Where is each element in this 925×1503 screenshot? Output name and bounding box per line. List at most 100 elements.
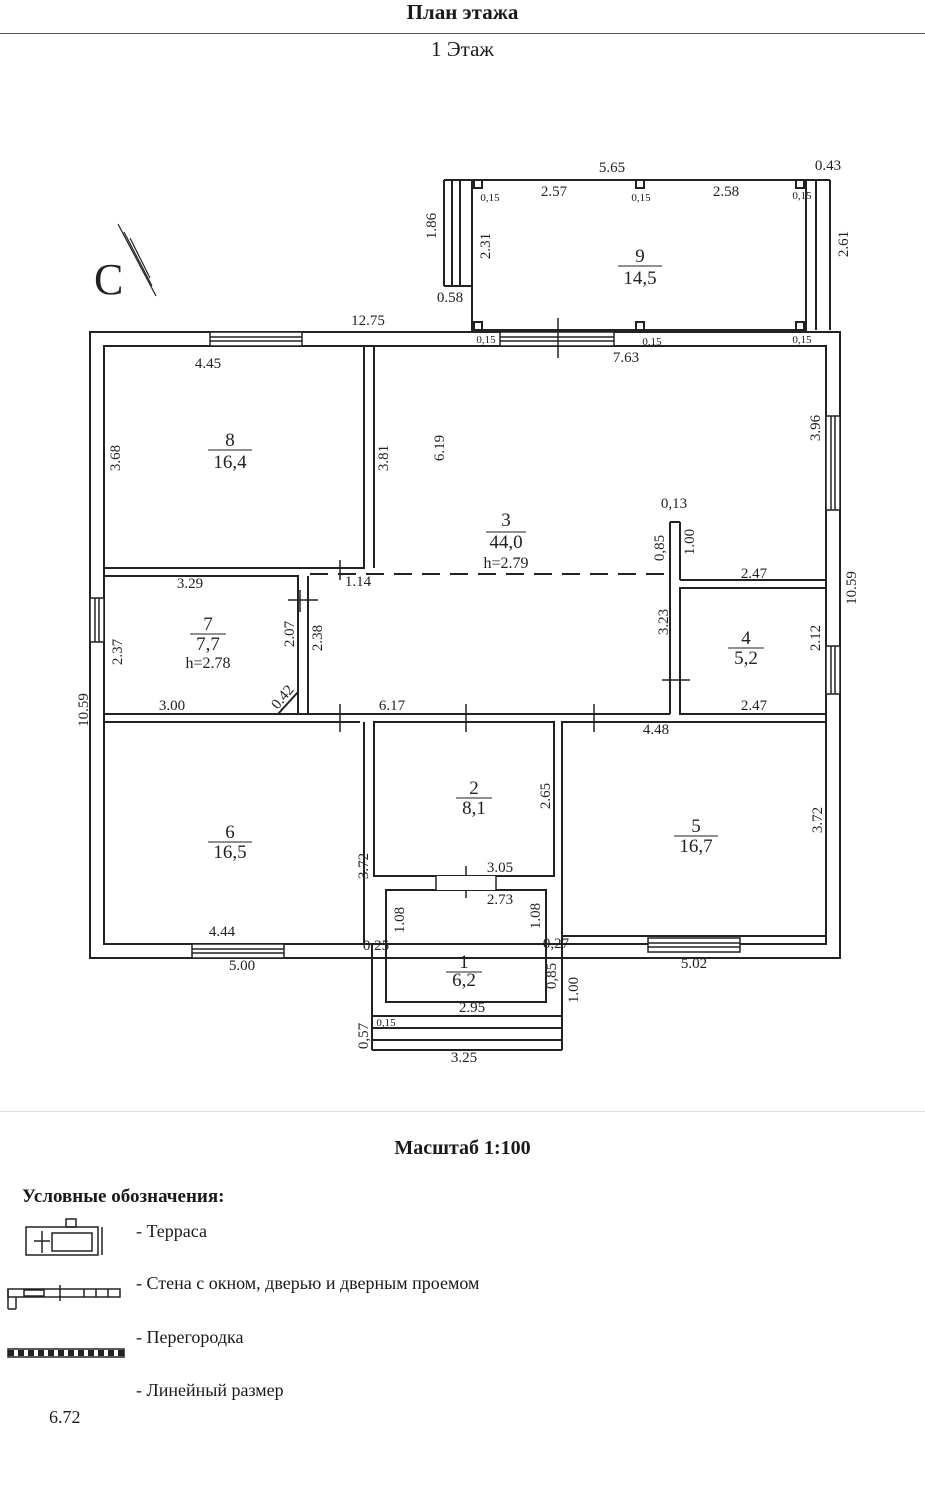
legend-title: Условные обозначения: xyxy=(22,1186,225,1207)
dim-label: 0,15 xyxy=(631,192,651,204)
dim-label: 5.02 xyxy=(681,956,707,972)
dim-label: 2.57 xyxy=(541,184,568,200)
dim-label: 5.00 xyxy=(229,958,255,974)
svg-text:8,1: 8,1 xyxy=(462,798,486,819)
title-divider xyxy=(0,33,925,34)
svg-text:6,2: 6,2 xyxy=(452,970,476,991)
dim-label: 2.58 xyxy=(713,184,739,200)
dim-label: 12.75 xyxy=(351,313,385,329)
room-2-label: 2 8,1 xyxy=(456,778,492,819)
scale-label: Масштаб 1:100 xyxy=(394,1137,531,1159)
dim-label: 0,85 xyxy=(544,963,560,989)
dim-label: 0.58 xyxy=(437,290,463,306)
section-divider xyxy=(0,1111,925,1112)
floor-plan: С xyxy=(76,158,860,1066)
compass-arrow-line-3 xyxy=(129,237,151,279)
dim-label: 1.86 xyxy=(424,212,440,239)
legend-symbols xyxy=(7,1218,125,1358)
wall-legend-icon xyxy=(7,1285,121,1310)
svg-text:8: 8 xyxy=(225,430,235,451)
room-4-label: 4 5,2 xyxy=(728,628,764,669)
dim-label: 0.43 xyxy=(815,158,841,174)
dim-label: 1.00 xyxy=(566,977,582,1003)
svg-text:9: 9 xyxy=(635,246,645,267)
dim-label: 0,25 xyxy=(363,938,389,954)
floor-subtitle: 1 Этаж xyxy=(431,37,494,61)
dim-label: 1.08 xyxy=(392,907,408,933)
dim-label: 0,13 xyxy=(661,496,687,512)
svg-text:3: 3 xyxy=(501,510,511,531)
dim-label: 1.08 xyxy=(528,903,544,929)
legend-item-partition: - Перегородка xyxy=(136,1327,244,1347)
dim-label: 10.59 xyxy=(76,693,92,727)
page-title: План этажа xyxy=(406,0,519,24)
dim-label: 0,15 xyxy=(642,336,662,348)
room-3-label: 3 44,0 h=2.79 xyxy=(483,510,528,572)
door-marks xyxy=(288,318,690,898)
dim-label: 3.29 xyxy=(177,576,203,592)
dim-label: 0,15 xyxy=(792,190,812,202)
dim-label: 2.31 xyxy=(478,233,494,259)
dim-label: 2.37 xyxy=(110,638,126,665)
dim-label: 0,57 xyxy=(356,1022,372,1049)
svg-text:1: 1 xyxy=(459,952,469,973)
legend-example-dimension: 6.72 xyxy=(49,1407,81,1427)
svg-text:4: 4 xyxy=(741,628,751,649)
compass-label: С xyxy=(94,255,123,304)
dim-label: 10.59 xyxy=(844,571,860,605)
dim-label: 3.25 xyxy=(451,1050,477,1066)
windows xyxy=(89,331,841,959)
room-1-label: 1 6,2 xyxy=(446,952,482,991)
dim-label: 2.73 xyxy=(487,892,513,908)
dim-label: 0,15 xyxy=(376,1017,396,1029)
svg-text:h=2.79: h=2.79 xyxy=(483,555,528,572)
dim-label: 3.72 xyxy=(810,807,826,833)
svg-text:5: 5 xyxy=(691,816,701,837)
dim-label: 2.07 xyxy=(282,620,298,647)
room-5-label: 5 16,7 xyxy=(674,816,718,857)
dim-label: 3.81 xyxy=(376,445,392,471)
dim-label: 7.63 xyxy=(613,350,639,366)
svg-text:16,4: 16,4 xyxy=(213,452,247,473)
svg-text:44,0: 44,0 xyxy=(489,532,522,553)
dim-label: 2.12 xyxy=(808,625,824,651)
north-compass: С xyxy=(94,223,157,304)
svg-text:16,7: 16,7 xyxy=(679,836,712,857)
dim-label: 0,15 xyxy=(476,334,496,346)
partition-legend-icon xyxy=(7,1348,125,1358)
room-9-label: 9 14,5 xyxy=(618,246,662,289)
dim-label: 3.68 xyxy=(108,445,124,471)
dim-label: 1.14 xyxy=(345,574,372,590)
terrace-legend-icon xyxy=(25,1218,103,1256)
svg-text:7,7: 7,7 xyxy=(196,634,220,655)
dim-label: 2.61 xyxy=(836,231,852,257)
room-7-label: 7 7,7 h=2.78 xyxy=(185,614,230,672)
dim-label: 2.95 xyxy=(459,1000,485,1016)
dim-label: 0,27 xyxy=(543,936,570,952)
dim-label: 3.96 xyxy=(808,414,824,441)
dim-label: 5.65 xyxy=(599,160,625,176)
legend-item-dimension: - Линейный размер xyxy=(136,1380,284,1400)
dim-label: 0.42 xyxy=(268,682,297,712)
dim-label: 3.23 xyxy=(656,609,672,635)
dim-label: 6.19 xyxy=(432,435,448,461)
dim-label: 4.48 xyxy=(643,722,669,738)
room-8-label: 8 16,4 xyxy=(208,430,252,473)
dim-label: 1.00 xyxy=(682,529,698,555)
legend-item-terrace: - Терраса xyxy=(136,1221,207,1241)
svg-text:5,2: 5,2 xyxy=(734,648,758,669)
room-6-label: 6 16,5 xyxy=(208,822,252,863)
dim-label: 3.72 xyxy=(356,853,372,879)
dim-label: 2.65 xyxy=(538,783,554,809)
dim-label: 0,15 xyxy=(792,334,812,346)
svg-text:16,5: 16,5 xyxy=(213,842,246,863)
dim-label: 0,15 xyxy=(480,192,500,204)
legend-item-wall: - Стена с окном, дверью и дверным проемо… xyxy=(136,1273,480,1293)
compass-arrow-line-1 xyxy=(117,223,157,297)
svg-text:14,5: 14,5 xyxy=(623,268,656,289)
svg-text:2: 2 xyxy=(469,778,479,799)
dim-label: 3.05 xyxy=(487,860,513,876)
dim-label: 2.47 xyxy=(741,698,768,714)
dim-label: 2.38 xyxy=(310,625,326,651)
dim-label: 6.17 xyxy=(379,698,406,714)
